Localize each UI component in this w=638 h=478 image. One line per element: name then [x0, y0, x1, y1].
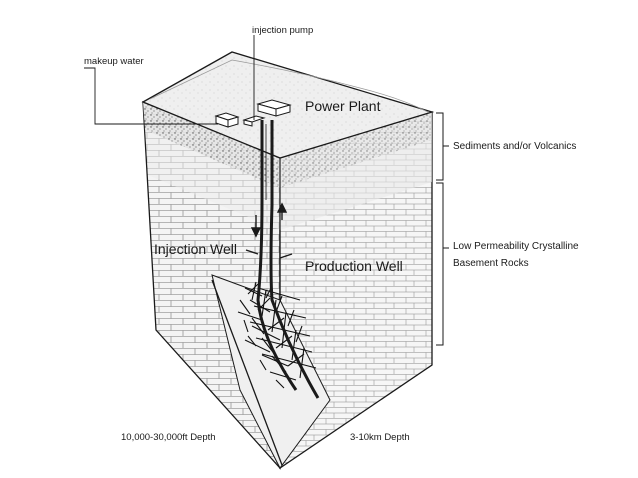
fault-line — [211, 279, 283, 466]
injection-pump-label: injection pump — [252, 25, 314, 36]
basement-label-line2: Basement Rocks — [453, 258, 529, 269]
sediment-bracket — [436, 112, 444, 181]
sediments-label: Sediments and/or Volcanics — [453, 141, 577, 152]
production-well-label: Production Well — [305, 258, 403, 274]
cutaway-floor — [211, 274, 331, 469]
makeup-water-label: makeup water — [84, 56, 144, 67]
basement-label-line1: Low Permeability Crystalline — [453, 241, 579, 252]
top-relief — [149, 59, 429, 113]
power-plant-label: Power Plant — [305, 98, 381, 114]
depth-ft-label: 10,000-30,000ft Depth — [121, 432, 216, 443]
production-well-bore — [269, 120, 320, 399]
fracture-network — [237, 281, 317, 389]
injection-well-label: Injection Well — [154, 241, 238, 257]
surface-facilities — [214, 99, 292, 128]
injection-well-bore — [256, 120, 298, 391]
sediment-band-right — [280, 112, 432, 188]
makeup-water-leader — [84, 67, 218, 125]
sediment-band-right-lower — [280, 140, 432, 230]
depth-km-label: 3-10km Depth — [350, 432, 410, 443]
basement-bracket — [436, 182, 444, 346]
sediment-band-left-lower — [145, 130, 280, 230]
sediment-band-left — [143, 102, 280, 188]
flow-arrows — [245, 202, 293, 259]
